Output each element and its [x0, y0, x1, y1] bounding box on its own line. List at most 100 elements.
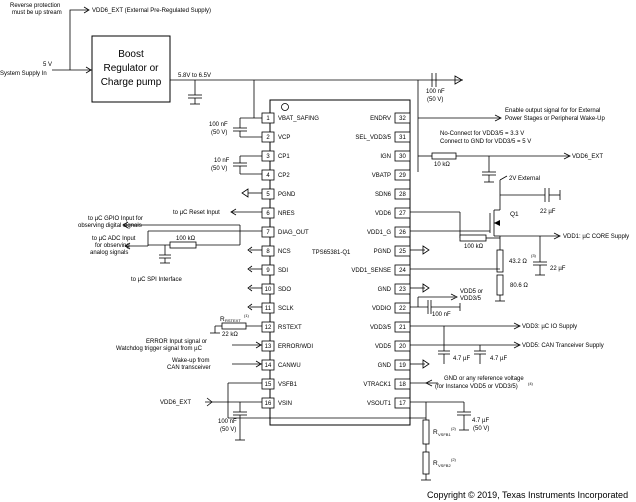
pin-box: [261, 340, 275, 352]
pin-box: [261, 302, 275, 314]
r-ign-resistor: [431, 152, 457, 160]
pin-box: [261, 226, 275, 238]
c-ext-value: 22 µF: [540, 209, 556, 215]
boost-regulator-block: [91, 35, 171, 103]
gnd19-gnd: [422, 359, 430, 369]
noconnect-line1: No-Connect for VDD3/5 = 3.3 V: [440, 131, 524, 137]
v2-external-label: 2V External: [509, 176, 540, 182]
pin-box: [394, 112, 411, 124]
pin-number: 5: [266, 192, 270, 198]
c-top-voltage: (50 V): [427, 97, 443, 103]
vdd35-arrow: [513, 322, 521, 330]
pgnd-left-gnd: [241, 188, 249, 198]
pin-box: [394, 264, 411, 276]
pin-number: 24: [399, 268, 406, 274]
pin-box: [261, 245, 275, 257]
r-rstext-main: R: [220, 316, 225, 323]
pin-name: VSIN: [278, 401, 292, 407]
r-vsfb2-sub: VSFB2: [438, 463, 451, 468]
r-rstext-resistor: [221, 322, 247, 330]
pin-box: [394, 397, 411, 409]
pin-box: [261, 264, 275, 276]
pin1-marker: [281, 103, 289, 111]
r-vsfb1-main: R: [433, 429, 438, 436]
c-vsout-voltage: (50 V): [473, 426, 489, 432]
r-vsfb1-sup: (2): [451, 426, 457, 431]
pin-box: [394, 169, 411, 181]
vdd5-or-line1: VDD5 or: [460, 289, 483, 295]
pin-name: PGND: [278, 192, 296, 198]
pin-box: [261, 397, 275, 409]
c-vddio-value: 100 nF: [432, 312, 451, 318]
pin-name: NRES: [278, 211, 295, 217]
r-fb2-value: 80.6 Ω: [510, 283, 528, 289]
c-vsout-value: 4.7 µF: [472, 418, 489, 424]
r-fb1-resistor: [496, 249, 504, 273]
c-vsin-voltage: (50 V): [220, 427, 236, 433]
sclk-arrow: [247, 303, 253, 311]
pin-box: [261, 283, 275, 295]
nres-arrow: [230, 208, 237, 216]
pin-box: [261, 188, 275, 200]
pin-name: SDI: [278, 268, 288, 274]
c-top-value: 100 nF: [426, 89, 445, 95]
pin-box: [394, 245, 411, 257]
sdo-arrow: [247, 284, 253, 292]
pin-box: [394, 321, 411, 333]
r-rstext-value: 22 kΩ: [222, 332, 238, 338]
pin-name: VSOUT1: [367, 401, 392, 407]
pin-name: DIAG_OUT: [278, 230, 309, 236]
pin-number: 28: [399, 192, 406, 198]
adc-arrow: [124, 242, 131, 250]
pin-number: 11: [265, 306, 272, 312]
pin-left-5: 5 PGND: [261, 188, 296, 200]
r-mosfet-resistor: [459, 234, 487, 242]
vdd1-arrow: [553, 232, 561, 240]
q1-label: Q1: [510, 211, 519, 218]
spi-label: to µC SPI Interface: [131, 277, 182, 283]
pin-number: 2: [266, 135, 270, 141]
c-vdd1-value: 22 µF: [550, 266, 566, 272]
c-vdd35-value: 4.7 µF: [453, 356, 470, 362]
pin-name: VDD1_SENSE: [351, 268, 391, 274]
pin-name: VDD3/5: [370, 325, 392, 331]
pin-name: SCLK: [278, 306, 294, 312]
pin-name: VCP: [278, 135, 290, 141]
supply-label: System Supply In: [0, 71, 47, 77]
pin-number: 9: [266, 268, 270, 274]
r-rstext-sup: (1): [244, 313, 250, 318]
wakeup-label-line1: Wake-up from: [172, 358, 209, 364]
pin-number: 22: [399, 306, 406, 312]
supply-voltage: 5 V: [43, 62, 52, 68]
reset-input-label: to µC Reset Input: [173, 210, 220, 216]
pin-name: CANWU: [278, 363, 301, 369]
pin-number: 27: [399, 211, 406, 217]
c-vcp-value: 100 nF: [209, 122, 228, 128]
pin-right-21: 21 VDD3/5: [370, 321, 411, 333]
pin-number: 8: [266, 249, 270, 255]
enable-label-line1: Enable output signal for for External: [505, 108, 600, 114]
r-diag-value: 100 kΩ: [176, 236, 196, 242]
vdd6-ext-right: VDD6_EXT: [572, 154, 603, 160]
canwu-arrow: [255, 360, 262, 368]
pin-number: 32: [399, 116, 406, 122]
vdd6-ext-wire: [69, 9, 88, 70]
pin-name: VDD1_G: [367, 230, 391, 236]
pin-number: 21: [399, 325, 406, 331]
pin-name: SDN6: [375, 192, 392, 198]
pin-number: 7: [266, 230, 270, 236]
pin-left-9: 9 SDI: [261, 264, 288, 276]
supply-arrow: [85, 66, 92, 74]
error-wdi-arrow: [255, 341, 262, 349]
